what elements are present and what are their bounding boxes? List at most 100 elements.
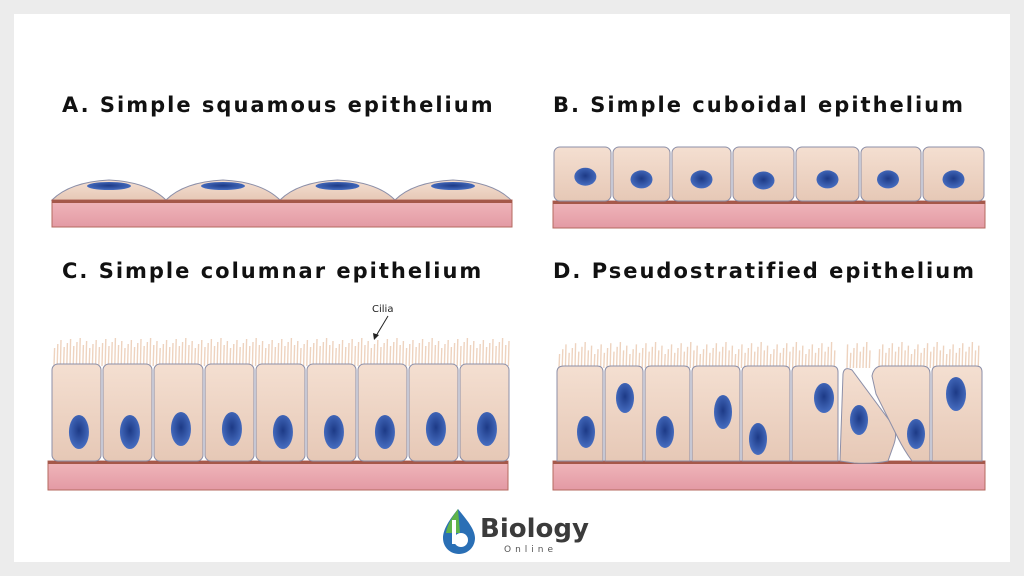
panel-d-pseudostratified bbox=[552, 341, 986, 491]
cilium bbox=[232, 343, 235, 367]
cilium bbox=[609, 343, 612, 369]
cilium bbox=[258, 344, 261, 367]
cilium bbox=[971, 341, 974, 369]
nucleus bbox=[656, 416, 674, 448]
cilium bbox=[482, 339, 485, 367]
pseudostratified-cell bbox=[741, 365, 791, 462]
cilium bbox=[638, 352, 641, 369]
cilium bbox=[171, 342, 174, 367]
cilium bbox=[967, 346, 970, 369]
cilium bbox=[107, 345, 110, 367]
cilium bbox=[791, 346, 794, 369]
pseudostratified-cell bbox=[644, 365, 691, 462]
cilium bbox=[146, 341, 149, 367]
cilium bbox=[571, 347, 574, 369]
cilium bbox=[711, 347, 714, 369]
cilia-pointer-line bbox=[375, 315, 389, 337]
cilium bbox=[309, 346, 312, 367]
cilium bbox=[798, 350, 801, 369]
cilium bbox=[430, 337, 433, 367]
cilium bbox=[564, 344, 567, 369]
nucleus bbox=[907, 419, 925, 449]
cilium bbox=[641, 347, 644, 369]
title-simple-columnar: C. Simple columnar epithelium bbox=[62, 259, 484, 283]
columnar-cell bbox=[51, 363, 102, 462]
cilium bbox=[862, 346, 865, 369]
cilium bbox=[402, 340, 405, 367]
cilium bbox=[615, 346, 618, 369]
cilium bbox=[59, 339, 62, 367]
basement-membrane-b bbox=[552, 200, 986, 229]
cilium bbox=[376, 339, 379, 367]
cilium bbox=[82, 344, 85, 367]
cilium bbox=[747, 347, 750, 369]
cilium bbox=[756, 346, 759, 369]
title-simple-squamous: A. Simple squamous epithelium bbox=[62, 93, 495, 117]
cilium bbox=[932, 346, 935, 369]
cilium bbox=[772, 349, 775, 369]
cilium bbox=[779, 352, 782, 369]
cilia-label: Cilia bbox=[372, 304, 393, 315]
cilium bbox=[290, 337, 293, 367]
cilium bbox=[98, 346, 101, 367]
cilium bbox=[62, 346, 65, 367]
cilium bbox=[494, 345, 497, 367]
cilium bbox=[485, 346, 488, 367]
cilium bbox=[187, 344, 190, 367]
cilium bbox=[386, 338, 389, 367]
cilium bbox=[293, 344, 296, 367]
cilium bbox=[104, 338, 107, 367]
cilium bbox=[667, 349, 670, 369]
cilium bbox=[891, 343, 894, 369]
cilium bbox=[382, 342, 385, 367]
cilium bbox=[788, 351, 791, 369]
cilium bbox=[619, 341, 622, 369]
cilium bbox=[315, 338, 318, 367]
cilium bbox=[577, 351, 580, 369]
cilium bbox=[427, 341, 430, 367]
columnar-cell bbox=[459, 363, 510, 462]
cilium bbox=[341, 339, 344, 367]
cilium bbox=[466, 337, 469, 367]
cilium bbox=[270, 339, 273, 367]
cilium bbox=[743, 352, 746, 369]
cilium bbox=[715, 343, 718, 369]
cilium bbox=[596, 349, 599, 369]
cilium bbox=[286, 341, 289, 367]
cilium bbox=[865, 341, 868, 369]
cilium bbox=[775, 344, 778, 369]
cilium bbox=[158, 347, 161, 367]
columnar-cells bbox=[51, 363, 510, 462]
cilium bbox=[635, 344, 638, 369]
nucleus bbox=[272, 415, 293, 449]
nucleus bbox=[323, 415, 344, 449]
panel-b-cuboidal bbox=[552, 146, 986, 229]
cilium bbox=[964, 351, 967, 369]
cilium bbox=[123, 347, 126, 367]
panel-a-squamous bbox=[50, 179, 513, 228]
logo-wordmark: Biology bbox=[480, 514, 589, 544]
cilium bbox=[782, 347, 785, 369]
cilium bbox=[264, 347, 267, 367]
cilium bbox=[683, 351, 686, 369]
cilium bbox=[126, 343, 129, 367]
cilium bbox=[274, 346, 277, 367]
cilium bbox=[424, 345, 427, 367]
cilium bbox=[504, 344, 507, 367]
cilium bbox=[478, 343, 481, 367]
cilium bbox=[631, 349, 634, 369]
cilium bbox=[328, 344, 331, 367]
cilium bbox=[72, 345, 75, 367]
cilium bbox=[731, 345, 734, 369]
cilium bbox=[139, 338, 142, 367]
cilium bbox=[267, 343, 270, 367]
cilium bbox=[280, 338, 283, 367]
cilium bbox=[827, 346, 830, 369]
cilium bbox=[644, 343, 647, 369]
cilium bbox=[462, 341, 465, 367]
cilium bbox=[599, 344, 602, 369]
cilium bbox=[926, 343, 929, 369]
nucleus bbox=[577, 416, 595, 448]
cilium bbox=[833, 350, 836, 369]
cilium bbox=[242, 342, 245, 367]
